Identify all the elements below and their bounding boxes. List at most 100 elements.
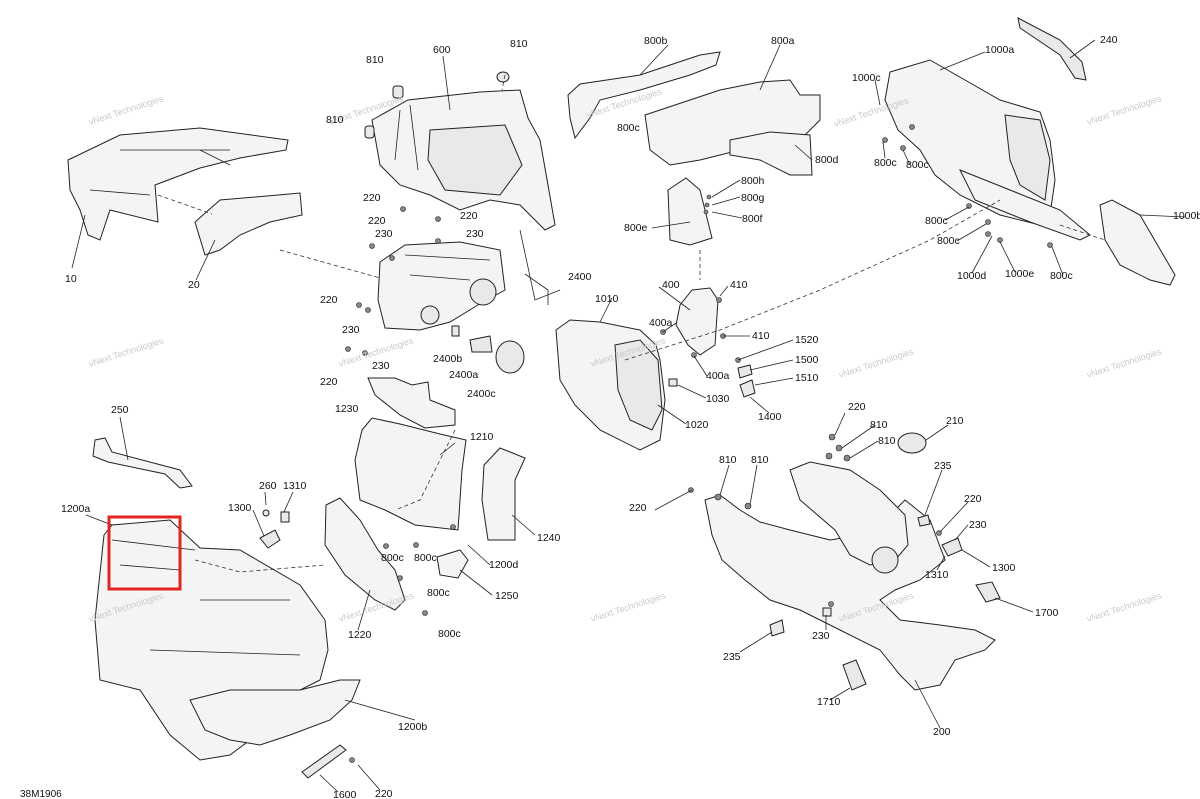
callout: 1250 [495,590,519,602]
callout: 230 [372,360,390,372]
part-2400-headlight [377,241,506,331]
callout: 1310 [283,480,307,492]
callout: 1400 [758,411,782,423]
callout: 1000e [1005,268,1034,280]
callout: 1200b [398,721,427,733]
callout: 1520 [795,334,819,346]
callout: 220 [363,192,381,204]
diagram-code: 38M1906 [20,789,62,799]
callout: 2400a [449,369,478,381]
watermark: vNext Technologies [1086,93,1164,127]
callout: 2400c [467,388,496,400]
callout: 810 [326,114,344,126]
callout: 810 [510,38,528,50]
callout: 1230 [335,403,359,415]
callout: 1000c [852,72,881,84]
callout: 1700 [1035,607,1059,619]
highlight-box [107,515,182,591]
callout: 230 [466,228,484,240]
callout: 220 [375,788,393,799]
callout: 800h [741,175,765,187]
callout: 250 [111,404,129,416]
callout: 220 [964,493,982,505]
callout: 800a [771,35,795,47]
watermark: vNext Technologies [838,346,916,380]
watermark: vNext Technologies [1086,590,1164,624]
callout: 1300 [992,562,1016,574]
callout: 230 [342,324,360,336]
part-800-side-panels [567,51,821,246]
callout: 800c [937,235,960,247]
callout: 800d [815,154,839,166]
callout: 1000a [985,44,1014,56]
callout: 800c [414,552,437,564]
assembly-lines [157,74,1106,573]
callout: 800c [617,122,640,134]
watermark: vNext Technologies [88,93,166,127]
callout: 230 [969,519,987,531]
callout: 800e [624,222,648,234]
callout: 235 [723,651,741,663]
callout: 220 [629,502,647,514]
callout: 1220 [348,629,372,641]
callout: 800c [427,587,450,599]
callout: 240 [1100,34,1118,46]
callout: 1600 [333,789,357,799]
callout: 1510 [795,372,819,384]
callout: 260 [259,480,277,492]
part-200-lower-body [704,432,996,691]
callout: 410 [730,279,748,291]
callout: 1210 [470,431,494,443]
callout: 800c [1050,270,1073,282]
callout: 800g [741,192,765,204]
part-600-cluster-housing [371,89,556,231]
callout: 810 [366,54,384,66]
watermark: vNext Technologies [88,335,166,369]
callout: 210 [946,415,964,427]
callout: 810 [751,454,769,466]
part-10-front-fairing [67,127,289,241]
leader-lines [71,39,1186,793]
callout: 1310 [925,569,949,581]
callout: 235 [934,460,952,472]
callout: 2400b [433,353,462,365]
callout: 220 [460,210,478,222]
callout: 1030 [706,393,730,405]
callout: 1300 [228,502,252,514]
callout: 20 [188,279,200,291]
watermark: vNext Technologies [1086,346,1164,380]
callout: 800b [644,35,668,47]
callout: 1200d [489,559,518,571]
watermark: vNext Technologies [590,590,668,624]
callout: 230 [375,228,393,240]
callout: 220 [320,294,338,306]
callout: 230 [812,630,830,642]
callout: 410 [752,330,770,342]
callout: 400a [706,370,730,382]
callout: 1010 [595,293,619,305]
callout: 600 [433,44,451,56]
callout: 1000b [1173,210,1200,222]
callout: 800c [381,552,404,564]
callout: 810 [870,419,888,431]
callout: 800c [925,215,948,227]
callout: 1000d [957,270,986,282]
callout: 220 [320,376,338,388]
callout: 800c [874,157,897,169]
callout: 1240 [537,532,561,544]
callout: 800c [906,159,929,171]
callout: 220 [368,215,386,227]
callout: 1200a [61,503,90,515]
callout: 810 [719,454,737,466]
callout: 1710 [817,696,841,708]
callout: 220 [848,401,866,413]
callout: 1020 [685,419,709,431]
callout: 400a [649,317,673,329]
part-20-side-trim [194,192,303,256]
callout: 810 [878,435,896,447]
callout: 800c [438,628,461,640]
callout: 10 [65,273,77,285]
callout: 1500 [795,354,819,366]
